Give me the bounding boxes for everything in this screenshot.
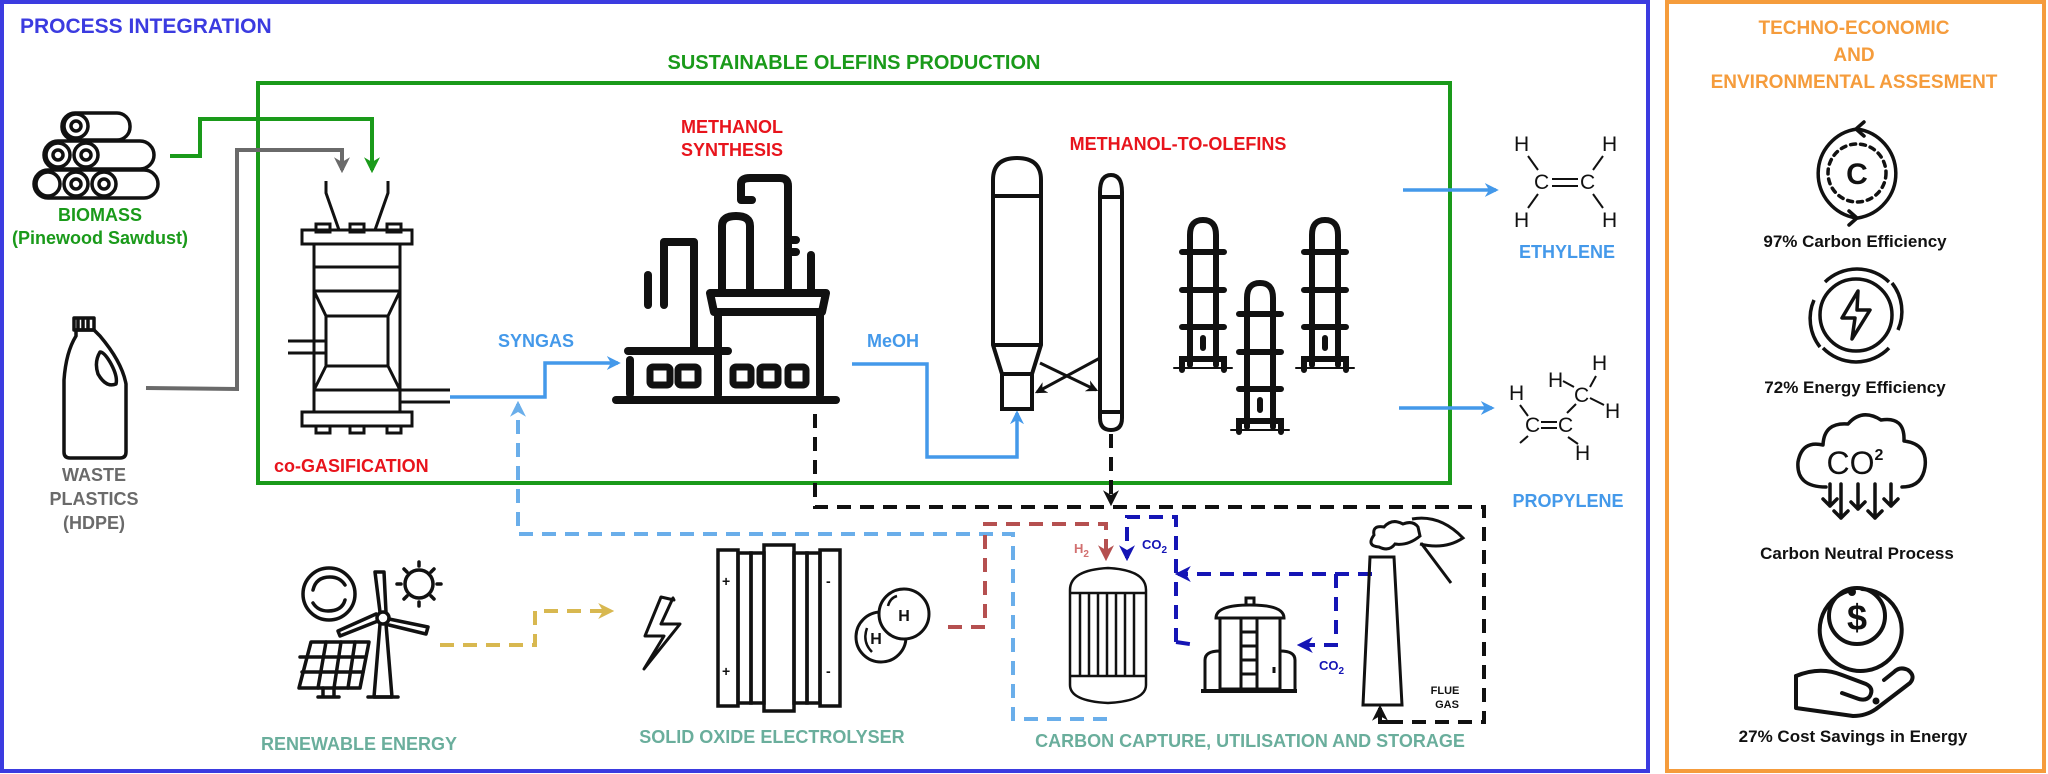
- atom: H: [1548, 369, 1563, 392]
- co2-to-storage-line: [1296, 574, 1338, 653]
- atom: C: [1525, 414, 1540, 437]
- syngas-flow-line: [450, 356, 621, 399]
- lightning-icon: [642, 595, 682, 671]
- minus-sign: -: [826, 663, 831, 679]
- carbon-cycle-icon: [1816, 120, 1898, 227]
- biomass-flow-line: [170, 117, 380, 174]
- meoh-label: MeOH: [867, 331, 919, 351]
- co2-glyph: CO2: [1827, 445, 1884, 481]
- ethylene-structure: H H C C H H: [1514, 133, 1617, 232]
- chimney-stack-icon: [1361, 516, 1466, 707]
- carbon-glyph: C: [1846, 158, 1868, 191]
- co2-cloud-icon: [1796, 413, 1928, 520]
- plastic-bottle-icon: [62, 316, 128, 460]
- plastics-label-line2: PLASTICS: [49, 489, 138, 509]
- atom: H: [1602, 209, 1617, 232]
- co2-label-top: CO2: [1142, 537, 1168, 556]
- hydrogen-molecule-icon: H H: [854, 587, 931, 664]
- gasifier-icon: [288, 181, 450, 435]
- h2-label: H2: [1074, 541, 1089, 560]
- minus-sign: -: [826, 573, 831, 589]
- mto-label: METHANOL-TO-OLEFINS: [1070, 134, 1287, 154]
- atom: H: [1575, 442, 1590, 465]
- factory-icon: [612, 174, 840, 404]
- atom: H: [1605, 400, 1620, 423]
- dollar-glyph: $: [1847, 597, 1867, 638]
- flue-gas-label-line1: FLUE: [1431, 685, 1460, 697]
- atom: C: [1574, 384, 1589, 407]
- reactor-columns-icon: [991, 155, 1355, 435]
- methanol-label-line1: METHANOL: [681, 117, 783, 137]
- assessment-title-line3: ENVIRONMENTAL ASSESMENT: [1711, 72, 1998, 93]
- atom: H: [1514, 209, 1529, 232]
- energy-dashed-line: [440, 603, 615, 647]
- storage-tank-icon: [1201, 596, 1297, 693]
- metric-label: Carbon Neutral Process: [1760, 544, 1954, 563]
- hydrogen-dashed-line: [948, 522, 1114, 629]
- olefins-production-box: [256, 81, 1452, 485]
- methanol-label-line2: SYNTHESIS: [681, 140, 783, 160]
- flue-gas-label-line2: GAS: [1435, 699, 1459, 711]
- atom: H: [1602, 133, 1617, 156]
- biomass-label: BIOMASS: [58, 205, 142, 225]
- propylene-structure: H C C H H C H H: [1509, 352, 1620, 465]
- h-atom: H: [870, 631, 882, 648]
- atom: C: [1580, 171, 1595, 194]
- syngas-label: SYNGAS: [498, 331, 574, 351]
- process-integration-title: PROCESS INTEGRATION: [20, 15, 272, 38]
- atom: C: [1534, 171, 1549, 194]
- offgas-dashed-line: [813, 414, 1486, 724]
- co2-storage-return-line: [1175, 640, 1197, 647]
- co2-conversion-reactor-icon: [1068, 566, 1148, 705]
- energy-cycle-icon: [1808, 267, 1904, 364]
- ethylene-label: ETHYLENE: [1519, 242, 1615, 262]
- olefins-box-title: SUSTAINABLE OLEFINS PRODUCTION: [668, 52, 1041, 74]
- electrolyser-stack-icon: [716, 543, 842, 713]
- process-integration-frame: [0, 0, 1650, 773]
- metric-label: 97% Carbon Efficiency: [1763, 232, 1947, 251]
- plastics-label-line3: (HDPE): [63, 513, 125, 533]
- renewable-energy-icon: [297, 560, 443, 699]
- plastics-label-line1: WASTE: [62, 465, 126, 485]
- logs-icon: [32, 111, 160, 200]
- plus-sign: +: [722, 663, 730, 679]
- metric-label: 27% Cost Savings in Energy: [1739, 727, 1968, 746]
- money-hand-icon: [1794, 586, 1915, 718]
- assessment-title-line1: TECHNO-ECONOMIC: [1758, 18, 1949, 39]
- plastics-flow-line: [145, 148, 350, 392]
- propylene-label: PROPYLENE: [1512, 491, 1623, 511]
- metric-label: 72% Energy Efficiency: [1764, 378, 1946, 397]
- flue-gas-arrow: [1372, 704, 1390, 724]
- plus-sign: +: [722, 573, 730, 589]
- ccus-label: CARBON CAPTURE, UTILISATION AND STORAGE: [1035, 731, 1465, 751]
- co2-to-reactor-line: [1119, 515, 1178, 642]
- atom: H: [1514, 133, 1529, 156]
- gasification-label: co-GASIFICATION: [274, 456, 429, 476]
- atom: H: [1592, 352, 1607, 375]
- electrolyser-label: SOLID OXIDE ELECTROLYSER: [639, 727, 904, 747]
- assessment-title-line2: AND: [1833, 45, 1874, 66]
- h-atom: H: [898, 608, 910, 625]
- assessment-frame: [1665, 0, 2046, 773]
- meoh-flow-line: [852, 362, 1024, 459]
- biomass-sublabel: (Pinewood Sawdust): [12, 228, 188, 248]
- co2-label-bottom: CO2: [1319, 658, 1345, 677]
- syngas-recycle-dashed-line: [510, 400, 1107, 721]
- atom: H: [1509, 382, 1524, 405]
- renewable-energy-label: RENEWABLE ENERGY: [261, 734, 457, 754]
- atom: C: [1558, 414, 1573, 437]
